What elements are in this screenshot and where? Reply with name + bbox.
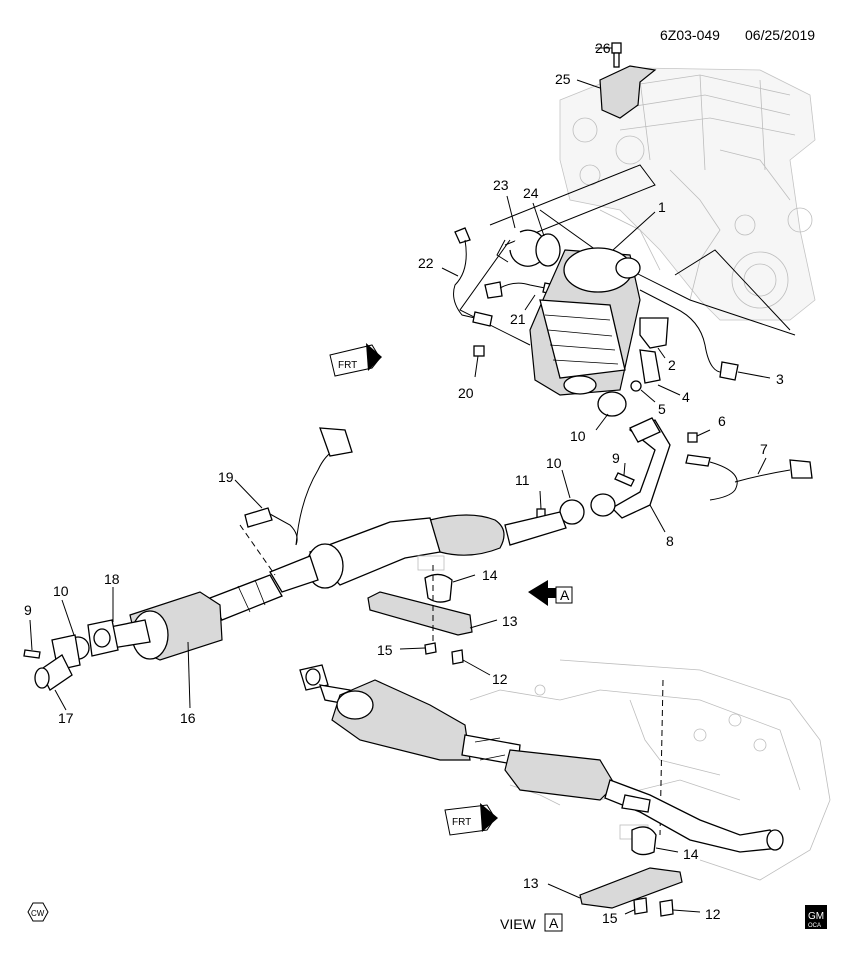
front-direction-marker-upper: FRT (329, 343, 382, 377)
gasket-10-upper (595, 391, 627, 431)
insulator-14-lower (619, 824, 679, 856)
callout-12-lower: 12 (705, 906, 721, 922)
callout-8: 8 (666, 533, 674, 549)
projection-lines (459, 164, 796, 346)
callout-4: 4 (682, 389, 690, 405)
cw-badge: CW (27, 902, 49, 922)
insulator-14-upper (417, 555, 476, 603)
callout-9-rear: 9 (24, 602, 32, 618)
callout-13-lower: 13 (523, 875, 539, 891)
callout-14-upper: 14 (482, 567, 498, 583)
oxygen-sensor-22 (441, 227, 493, 327)
flange-18 (87, 587, 119, 657)
bolt-26 (595, 42, 622, 68)
callout-25: 25 (555, 71, 571, 87)
callouts: 26 25 23 24 1 22 21 2 3 20 4 5 6 10 7 9 … (24, 40, 784, 926)
bolt-15-lower (624, 897, 648, 915)
view-a-arrow: A (528, 580, 573, 606)
callout-17: 17 (58, 710, 74, 726)
bracket-2 (639, 317, 669, 384)
bolt-9-upper (614, 462, 635, 487)
muffler-16 (94, 591, 223, 709)
hanger-bracket-13-lower (547, 867, 683, 909)
callout-24: 24 (523, 185, 539, 201)
callout-10-rear: 10 (53, 583, 69, 599)
gm-logo-text: GM (808, 911, 824, 922)
catalytic-converter-1 (529, 211, 656, 396)
cw-badge-text: CW (31, 909, 45, 918)
bolt-12-lower (659, 899, 701, 917)
callout-1: 1 (658, 199, 666, 215)
callout-13-upper: 13 (502, 613, 518, 629)
gasket-10-middle (559, 469, 616, 525)
callout-15-lower: 15 (602, 910, 618, 926)
front-direction-marker-lower: FRT (444, 803, 498, 836)
leader-4 (657, 384, 681, 396)
view-a-exhaust-assembly (299, 664, 784, 853)
oxygen-sensor-3 (639, 289, 771, 381)
diagram-id: 6Z03-049 (660, 27, 720, 43)
callout-26: 26 (595, 40, 611, 56)
view-a-text: VIEW (500, 916, 537, 932)
callout-22: 22 (418, 255, 434, 271)
callout-9-upper: 9 (612, 450, 620, 466)
frt-label-lower: FRT (452, 817, 471, 828)
callout-18: 18 (104, 571, 120, 587)
oxygen-sensor-7 (685, 454, 813, 501)
callout-3: 3 (776, 371, 784, 387)
heat-shield-bracket-25 (576, 65, 657, 119)
hanger-bracket-13-upper (367, 565, 498, 650)
washer-5 (630, 380, 656, 403)
gm-badge: GM OCA (805, 905, 827, 929)
view-a-ref: A (549, 915, 559, 931)
callout-5: 5 (658, 401, 666, 417)
view-a-arrow-label: A (560, 587, 570, 603)
gasket-24 (532, 202, 561, 267)
callout-6: 6 (718, 413, 726, 429)
callout-10-top: 10 (570, 428, 586, 444)
callout-16: 16 (180, 710, 196, 726)
callout-21: 21 (510, 311, 526, 327)
callout-14-lower: 14 (683, 846, 699, 862)
front-pipe-8 (610, 417, 671, 533)
nut-20 (473, 345, 485, 378)
view-a-label: VIEW A (500, 913, 563, 932)
bolt-9-rear (23, 619, 41, 659)
callout-23: 23 (493, 177, 509, 193)
nut-6 (687, 429, 711, 443)
callout-10-mid: 10 (546, 455, 562, 471)
callout-2: 2 (668, 357, 676, 373)
diagram-date: 06/25/2019 (745, 27, 815, 43)
engine-illustration (559, 67, 816, 321)
callout-12-upper: 12 (492, 671, 508, 687)
intermediate-pipe-and-resonator (209, 511, 567, 621)
callout-15-upper: 15 (377, 642, 393, 658)
callout-11: 11 (515, 472, 530, 488)
callout-20: 20 (458, 385, 474, 401)
view-a-underbody (469, 659, 831, 881)
gm-logo-sub: OCA (808, 923, 821, 929)
bolt-12-upper (451, 649, 491, 676)
nut-11 (536, 490, 546, 519)
tailpipe-17 (34, 634, 81, 711)
bolt-15-upper (399, 642, 437, 655)
frt-label-upper: FRT (338, 360, 357, 371)
sensor-19 (234, 427, 353, 576)
callout-7: 7 (760, 441, 768, 457)
callout-19: 19 (218, 469, 234, 485)
